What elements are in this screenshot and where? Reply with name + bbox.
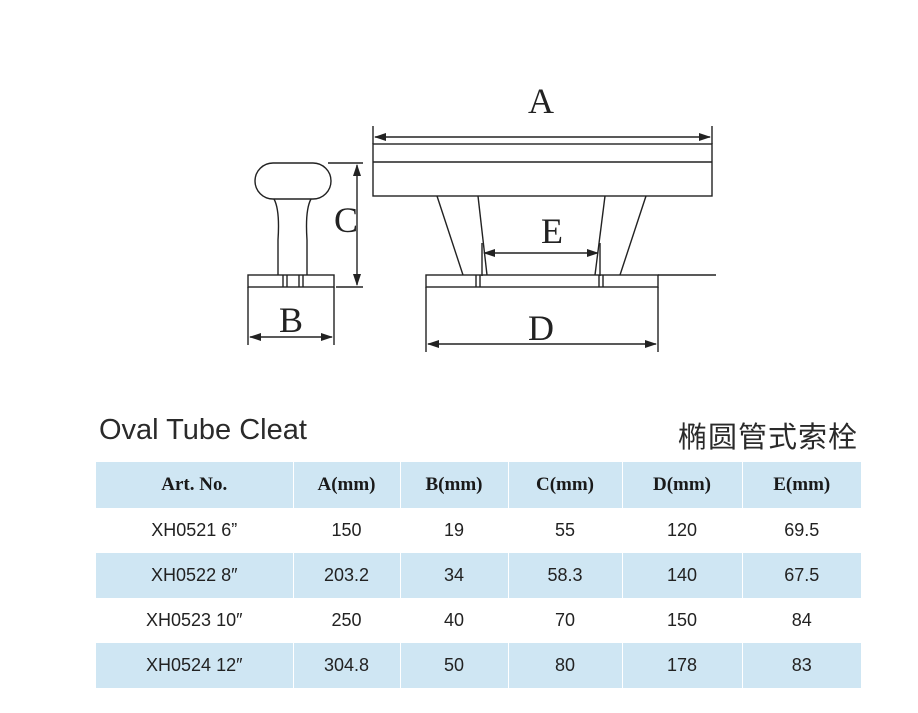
front-view bbox=[372, 126, 716, 352]
cell-art-no: XH0523 10″ bbox=[96, 598, 294, 643]
header-d: D(mm) bbox=[622, 462, 743, 508]
spec-table: Art. No. A(mm) B(mm) C(mm) D(mm) E(mm) X… bbox=[96, 462, 861, 688]
cell-a: 250 bbox=[293, 598, 401, 643]
header-b: B(mm) bbox=[400, 462, 509, 508]
header-c: C(mm) bbox=[508, 462, 623, 508]
product-title: Oval Tube Cleat bbox=[99, 414, 307, 446]
cell-art-no: XH0522 8″ bbox=[96, 553, 294, 598]
header-e: E(mm) bbox=[742, 462, 861, 508]
cell-a: 150 bbox=[293, 508, 401, 553]
dimension-label-a: A bbox=[528, 81, 554, 121]
cell-d: 120 bbox=[622, 508, 743, 553]
cell-e: 84 bbox=[742, 598, 861, 643]
cell-d: 150 bbox=[622, 598, 743, 643]
cell-b: 34 bbox=[400, 553, 509, 598]
cell-b: 19 bbox=[400, 508, 509, 553]
cell-art-no: XH0521 6” bbox=[96, 508, 294, 553]
cell-c: 80 bbox=[508, 643, 623, 688]
cell-a: 304.8 bbox=[293, 643, 401, 688]
cell-e: 69.5 bbox=[742, 508, 861, 553]
table-row: XH0524 12″ 304.8 50 80 178 83 bbox=[96, 643, 861, 688]
table-header-row: Art. No. A(mm) B(mm) C(mm) D(mm) E(mm) bbox=[96, 462, 861, 508]
dimension-label-d: D bbox=[528, 308, 554, 348]
cell-a: 203.2 bbox=[293, 553, 401, 598]
cell-e: 67.5 bbox=[742, 553, 861, 598]
table-row: XH0522 8″ 203.2 34 58.3 140 67.5 bbox=[96, 553, 861, 598]
cell-b: 40 bbox=[400, 598, 509, 643]
cell-d: 178 bbox=[622, 643, 743, 688]
dimension-label-c: C bbox=[334, 200, 358, 240]
cell-c: 55 bbox=[508, 508, 623, 553]
header-art-no: Art. No. bbox=[96, 462, 294, 508]
table-row: XH0521 6” 150 19 55 120 69.5 bbox=[96, 508, 861, 553]
cell-b: 50 bbox=[400, 643, 509, 688]
dimension-label-e: E bbox=[541, 211, 563, 251]
cell-d: 140 bbox=[622, 553, 743, 598]
header-a: A(mm) bbox=[293, 462, 401, 508]
dimension-label-b: B bbox=[279, 300, 303, 340]
product-title-chinese: 椭圆管式索栓 bbox=[677, 420, 858, 454]
table-row: XH0523 10″ 250 40 70 150 84 bbox=[96, 598, 861, 643]
side-view bbox=[247, 162, 363, 345]
cleat-technical-drawing: A B C D E bbox=[247, 81, 716, 352]
cell-c: 70 bbox=[508, 598, 623, 643]
cell-e: 83 bbox=[742, 643, 861, 688]
cell-art-no: XH0524 12″ bbox=[96, 643, 294, 688]
cell-c: 58.3 bbox=[508, 553, 623, 598]
